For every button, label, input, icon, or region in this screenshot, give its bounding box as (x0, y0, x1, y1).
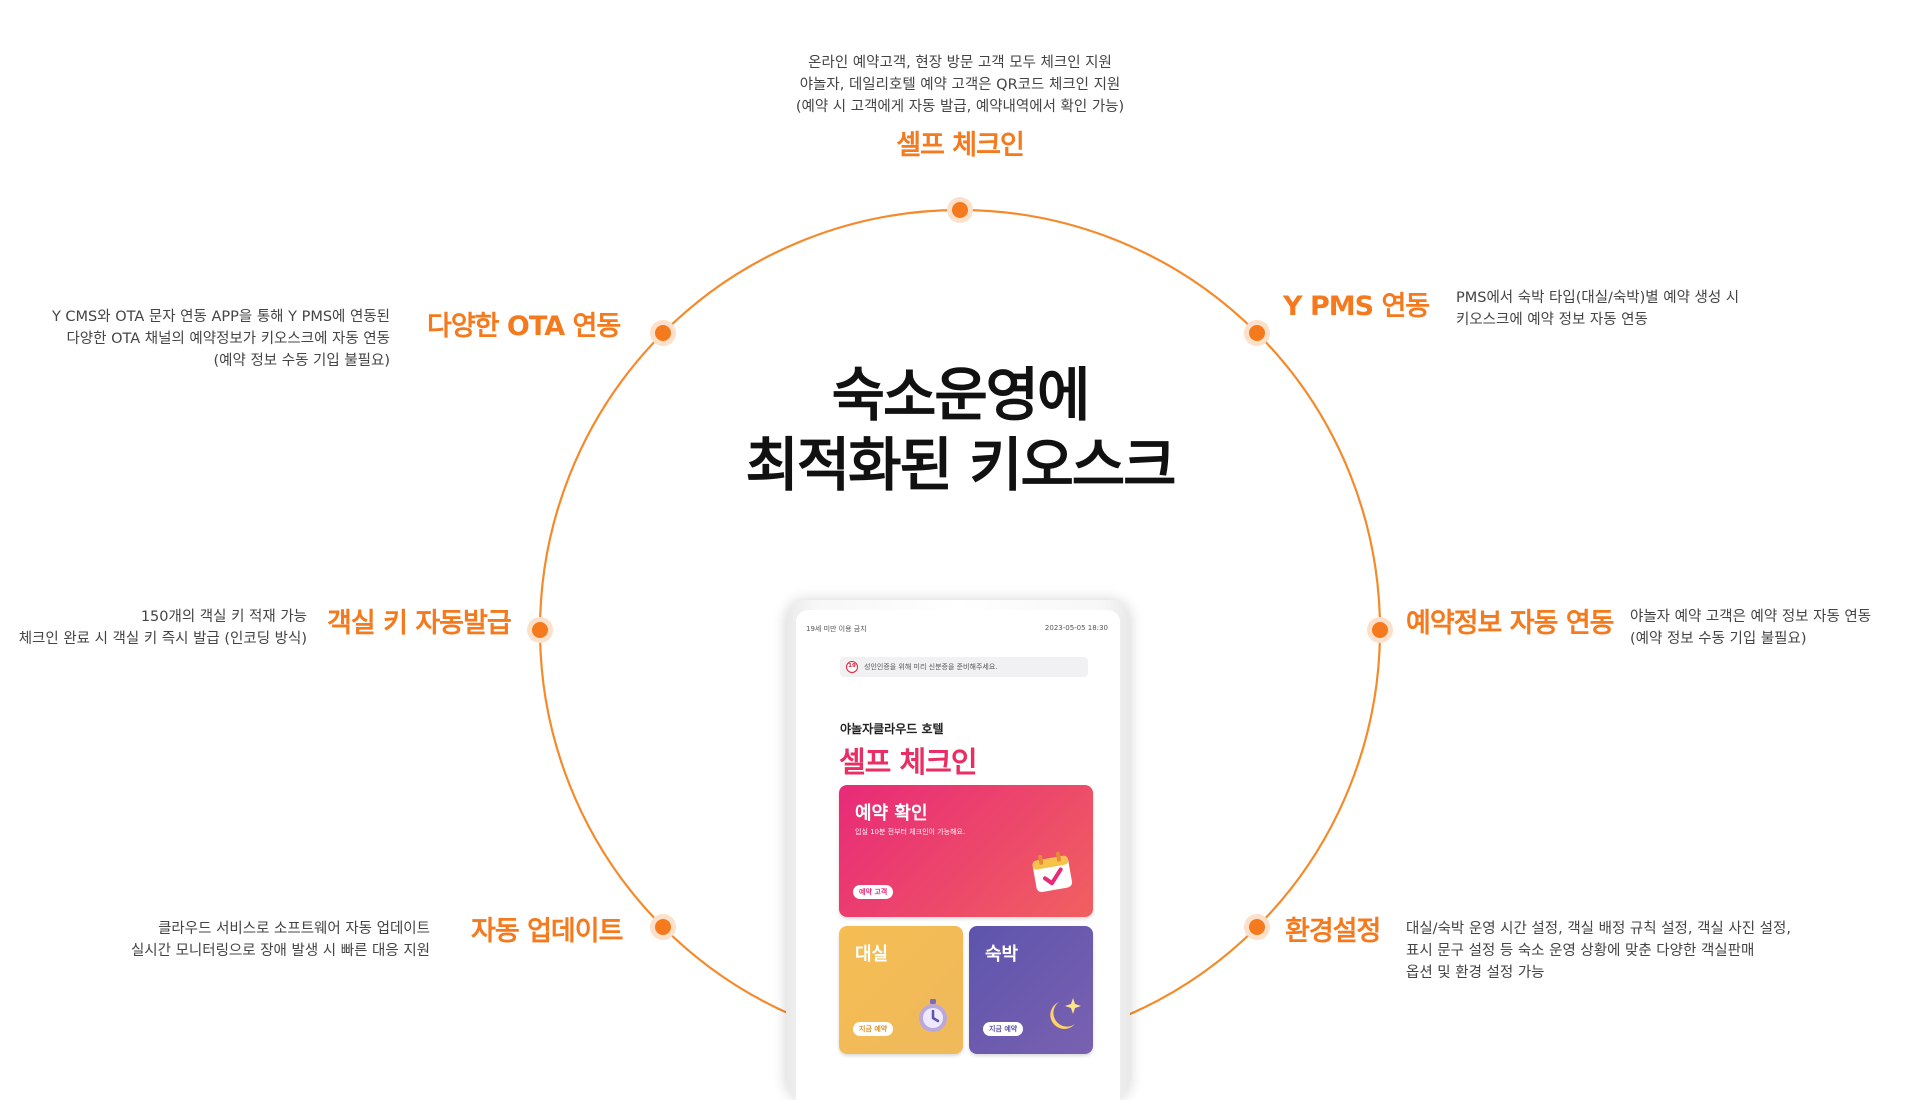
reservation-sync-title: 예약정보 자동 연동 (1406, 608, 1615, 639)
ota-desc-line: Y CMS와 OTA 문자 연동 APP을 통해 Y PMS에 연동된 (51, 309, 390, 325)
moon-star-icon (1050, 998, 1081, 1029)
node-ypms (1244, 320, 1270, 346)
ypms-description: PMS에서 숙박 타입(대실/숙박)별 예약 생성 시 키오스크에 예약 정보 … (1456, 287, 1739, 331)
room-key-description: 150개의 객실 키 적재 가능 체크인 완료 시 객실 키 즉시 발급 (인코… (19, 606, 307, 650)
self-checkin-desc-line: (예약 시 고객에게 자동 발급, 예약내역에서 확인 가능) (795, 99, 1125, 115)
headline-line-1: 숙소운영에 (831, 361, 1091, 429)
overnight-card[interactable]: 숙박 지금 예약 (969, 926, 1093, 1054)
overnight-book-button[interactable]: 지금 예약 (983, 1022, 1024, 1036)
ota-desc-line: 다양한 OTA 채널의 예약정보가 키오스크에 자동 연동 (66, 331, 390, 347)
reservation-check-subtitle: 입실 10분 전부터 체크인이 가능해요. (855, 828, 966, 836)
room-key-desc-line: 150개의 객실 키 적재 가능 (140, 609, 307, 625)
overnight-title: 숙박 (985, 944, 1019, 965)
datetime-label: 2023-05-05 18:30 (1044, 624, 1108, 632)
day-use-book-button[interactable]: 지금 예약 (853, 1022, 894, 1036)
headline: 숙소운영에 최적화된 키오스크 (620, 360, 1300, 500)
self-checkin-description: 온라인 예약고객, 현장 방문 고객 모두 체크인 지원 야놀자, 데일리호텔 … (760, 52, 1160, 118)
node-reservation-sync (1367, 617, 1393, 643)
auto-update-desc-line: 클라우드 서비스로 소프트웨어 자동 업데이트 (158, 921, 430, 937)
reservation-check-title: 예약 확인 (855, 803, 928, 824)
auto-update-title: 자동 업데이트 (471, 916, 623, 947)
kiosk-screen: 19세 미만 이용 금지 2023-05-05 18:30 19 성인인증을 위… (796, 610, 1120, 1100)
ypms-desc-line: PMS에서 숙박 타입(대실/숙박)별 예약 생성 시 (1456, 290, 1740, 306)
age-restriction-label: 19세 미만 이용 금지 (806, 625, 867, 633)
room-key-title: 객실 키 자동발급 (327, 608, 512, 639)
environment-desc-line: 표시 문구 설정 등 숙소 운영 상황에 맞춘 다양한 객실판매 (1406, 943, 1755, 959)
ring-nodes (527, 197, 1393, 940)
node-room-key (527, 617, 553, 643)
reserved-guest-button[interactable]: 예약 고객 (853, 885, 894, 899)
reservation-check-card[interactable]: 예약 확인 입실 10분 전부터 체크인이 가능해요. 예약 고객 (839, 785, 1093, 917)
kiosk-screen-title: 셀프 체크인 (839, 745, 977, 779)
environment-title: 환경설정 (1285, 916, 1381, 947)
environment-desc-line: 대실/숙박 운영 시간 설정, 객실 배정 규칙 설정, 객실 사진 설정, (1406, 921, 1791, 937)
headline-line-2: 최적화된 키오스크 (745, 431, 1176, 499)
node-environment (1244, 914, 1270, 940)
environment-description: 대실/숙박 운영 시간 설정, 객실 배정 규칙 설정, 객실 사진 설정, 표… (1406, 918, 1791, 984)
auto-update-description: 클라우드 서비스로 소프트웨어 자동 업데이트 실시간 모니터링으로 장애 발생… (131, 918, 430, 962)
reservation-sync-desc-line: 야놀자 예약 고객은 예약 정보 자동 연동 (1630, 609, 1872, 625)
self-checkin-desc-line: 야놀자, 데일리호텔 예약 고객은 QR코드 체크인 지원 (799, 77, 1121, 93)
node-self-checkin (947, 197, 973, 223)
ota-title: 다양한 OTA 연동 (427, 311, 621, 342)
hotel-name: 야놀자클라우드 호텔 (840, 722, 944, 736)
id-notice-text: 성인인증을 위해 미리 신분증을 준비해주세요. (864, 663, 998, 671)
self-checkin-title: 셀프 체크인 (896, 130, 1025, 161)
stopwatch-icon (919, 999, 947, 1032)
calendar-check-icon (1032, 851, 1073, 893)
ypms-title: Y PMS 연동 (1283, 291, 1430, 322)
reservation-sync-description: 야놀자 예약 고객은 예약 정보 자동 연동 (예약 정보 수동 기입 불필요) (1630, 606, 1871, 650)
age-19-icon: 19 (846, 661, 858, 673)
room-key-desc-line: 체크인 완료 시 객실 키 즉시 발급 (인코딩 방식) (18, 631, 307, 647)
day-use-card[interactable]: 대실 지금 예약 (839, 926, 963, 1054)
node-ota (650, 320, 676, 346)
environment-desc-line: 옵션 및 환경 설정 가능 (1406, 965, 1545, 981)
day-use-title: 대실 (855, 944, 889, 965)
ota-description: Y CMS와 OTA 문자 연동 APP을 통해 Y PMS에 연동된 다양한 … (52, 306, 390, 372)
ypms-desc-line: 키오스크에 예약 정보 자동 연동 (1456, 312, 1648, 328)
ota-desc-line: (예약 정보 수동 기입 불필요) (213, 353, 391, 369)
node-auto-update (650, 914, 676, 940)
reservation-sync-desc-line: (예약 정보 수동 기입 불필요) (1630, 631, 1807, 647)
id-notice: 19 성인인증을 위해 미리 신분증을 준비해주세요. (840, 657, 1088, 677)
self-checkin-desc-line: 온라인 예약고객, 현장 방문 고객 모두 체크인 지원 (808, 55, 1112, 71)
auto-update-desc-line: 실시간 모니터링으로 장애 발생 시 빠른 대응 지원 (130, 943, 430, 959)
kiosk-tablet: 19세 미만 이용 금지 2023-05-05 18:30 19 성인인증을 위… (786, 600, 1130, 1100)
